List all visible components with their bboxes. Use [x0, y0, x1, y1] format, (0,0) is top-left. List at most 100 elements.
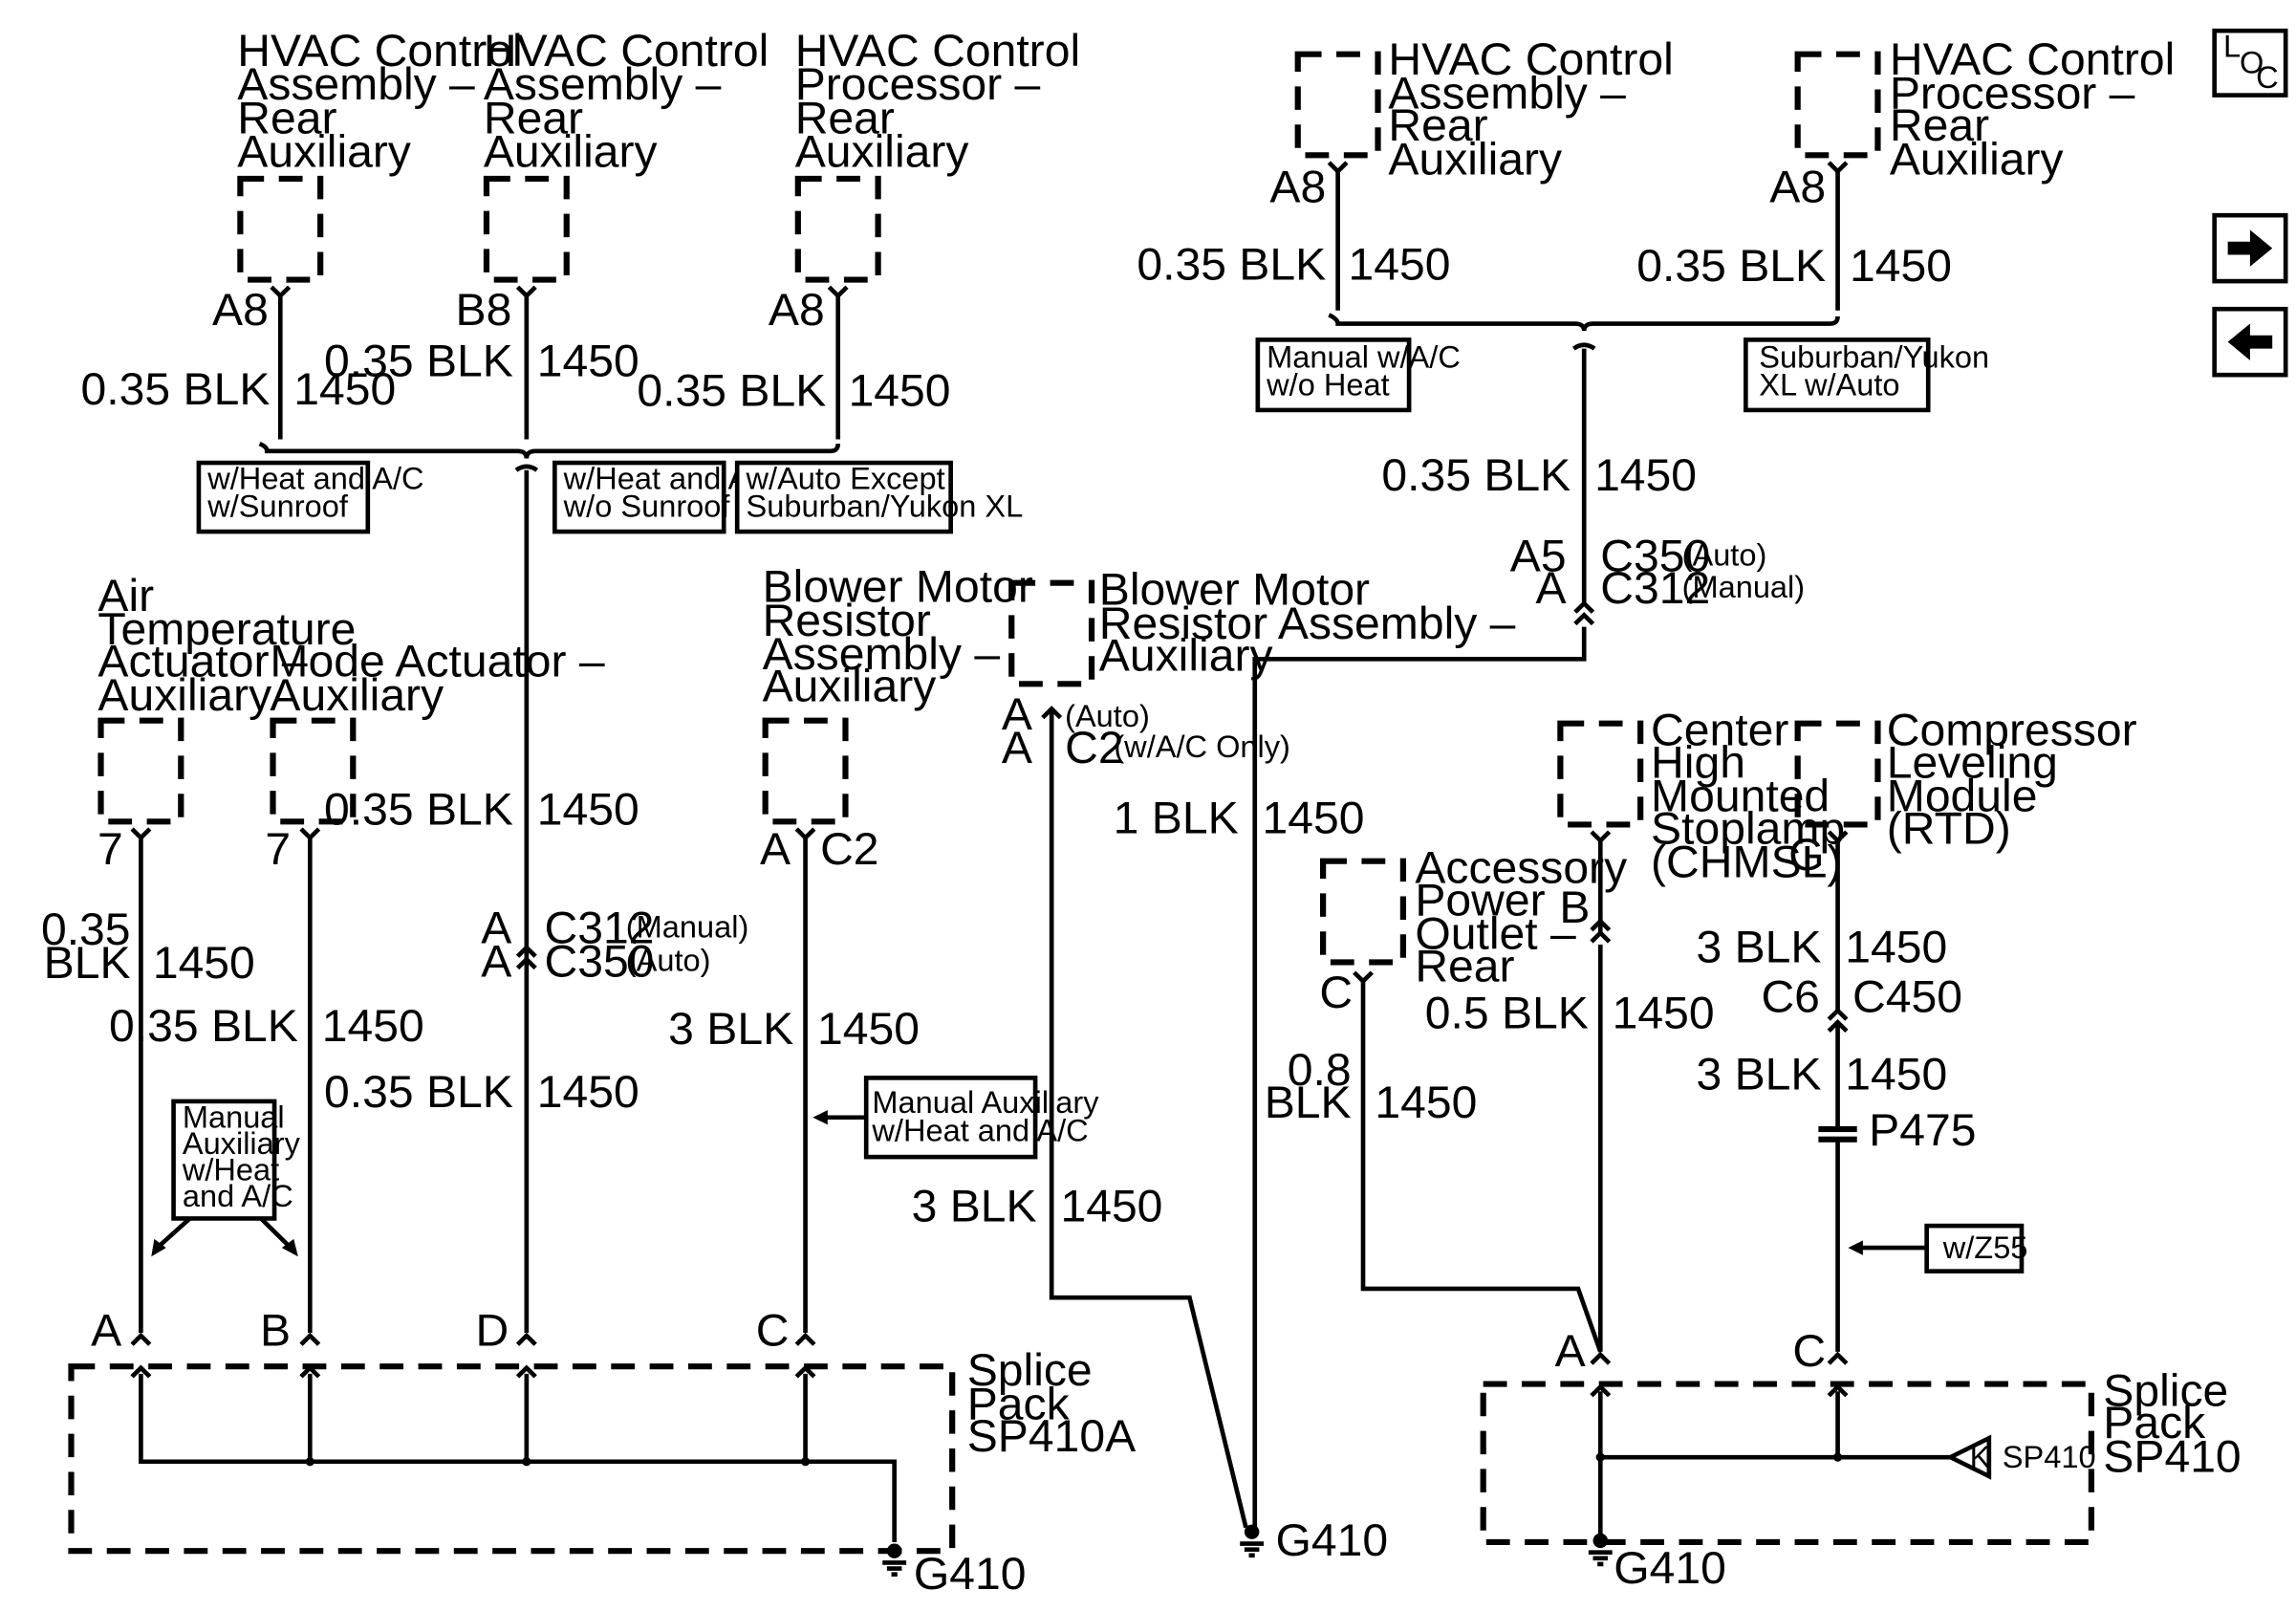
wire-size: 3 BLK [1696, 1050, 1821, 1100]
connector-label: C2 [1065, 723, 1123, 773]
splice-pack-sp410-box [1480, 1381, 2095, 1546]
splice-branches-a [307, 1373, 808, 1462]
pin-label: A [1002, 689, 1032, 740]
connector-note: (Manual) [626, 910, 749, 945]
chmsl-box [1557, 720, 1644, 828]
location-button[interactable]: L O C [2212, 28, 2288, 98]
splice-pack-sp410a-box [68, 1363, 956, 1555]
circuit-number: 1450 [537, 337, 639, 387]
circuit-number: 1450 [1613, 989, 1715, 1039]
pin-label: D [475, 1306, 509, 1357]
wire-size: 0.35 BLK [109, 1001, 298, 1052]
splice-node [522, 1457, 531, 1467]
pin-label: A [481, 937, 511, 988]
wire-size: 0.35 BLK [1381, 450, 1570, 501]
option-box [1744, 337, 1931, 413]
wire-merge-top-r [1328, 313, 1840, 332]
connector-c450 [1827, 1007, 1849, 1034]
wire-size: 0.35 BLK [1636, 241, 1826, 292]
connector-label: C450 [1852, 972, 1962, 1023]
connector-note: (w/A/C Only) [1114, 729, 1290, 764]
pin-label: C [1319, 968, 1353, 1018]
pin-label: A8 [1769, 163, 1826, 213]
option-box [171, 1099, 277, 1221]
connector-c350-c312 [1573, 599, 1595, 626]
circuit-number: 1450 [1594, 450, 1697, 501]
circuit-number: 1450 [322, 1001, 424, 1052]
connector-label: C350 [544, 937, 654, 988]
circuit-number: 1450 [817, 1004, 920, 1055]
splice-node [305, 1457, 314, 1467]
next-page-button[interactable] [2212, 212, 2288, 284]
connector-mark [130, 1364, 816, 1379]
connector-mark [1590, 1351, 1849, 1365]
hvac-control-assembly-2-box [483, 175, 570, 283]
hvac-control-assembly-1-box [237, 175, 324, 283]
accessory-outlet-box [1320, 858, 1407, 966]
ground-icon [1240, 1524, 1265, 1558]
hvac-control-assembly-r-box [1294, 51, 1381, 159]
wire-merge-jog-r [1572, 342, 1596, 351]
connector-label: C350 [1600, 532, 1710, 582]
loc-letter: O [2240, 46, 2264, 80]
ground-g410-label: G410 [1275, 1515, 1388, 1566]
pin-label: B [260, 1306, 291, 1357]
option-box [1924, 1223, 2025, 1274]
pin-label: A8 [769, 285, 825, 336]
mode-actuator-label: Mode Actuator –Auxiliary [270, 637, 605, 721]
connector-p475 [1818, 1136, 1857, 1143]
connector-mark [1327, 161, 1849, 175]
wire-color: BLK [44, 939, 131, 990]
wire-merge-top [258, 442, 841, 459]
splice-node [800, 1457, 811, 1467]
option-box [863, 1076, 1038, 1160]
splice-sp410-label: SP410 [2003, 1440, 2096, 1474]
pin-label: B [1559, 882, 1590, 933]
previous-page-button[interactable] [2212, 306, 2288, 378]
connector-note: (Manual) [1682, 570, 1806, 604]
wire-size: 0.35 [41, 904, 131, 955]
connector-label: C312 [1600, 563, 1710, 614]
connector-note: (Auto) [626, 944, 711, 978]
splice-triangle-icon [1945, 1434, 1992, 1480]
circuit-number: 1450 [153, 939, 255, 990]
circuit-number: 1450 [1850, 241, 1952, 292]
circuit-number: 1450 [1845, 923, 1947, 973]
connector-note: (Auto) [1682, 537, 1767, 572]
ground-g410-label: G410 [914, 1549, 1027, 1600]
circuit-number: 1450 [1262, 794, 1364, 844]
splice-node [1832, 1452, 1843, 1462]
arrow-icon [281, 1238, 298, 1257]
ground-g410-label: G410 [1614, 1543, 1726, 1594]
connector-mark [130, 1332, 816, 1346]
connector-mark [1041, 706, 1063, 720]
circuit-number: 1450 [1060, 1182, 1162, 1232]
connector-mark [270, 285, 849, 299]
pin-label: A [1536, 563, 1567, 614]
pin-label: A [760, 824, 791, 875]
wire-main-1blk [1252, 626, 1587, 1528]
wire-size: 1 BLK [1114, 794, 1239, 844]
circuit-number: 1450 [537, 785, 639, 836]
connector-label: C2 [820, 824, 878, 875]
connector-mark [1353, 830, 1849, 985]
option-box [1255, 337, 1412, 413]
pin-label: A5 [1510, 532, 1567, 582]
arrow-icon [1848, 1240, 1863, 1255]
option-wz55: w/Z55 [1942, 1230, 2028, 1265]
hvac-control-processor-1-box [794, 175, 881, 283]
blower-resistor-2-box [1008, 579, 1095, 687]
